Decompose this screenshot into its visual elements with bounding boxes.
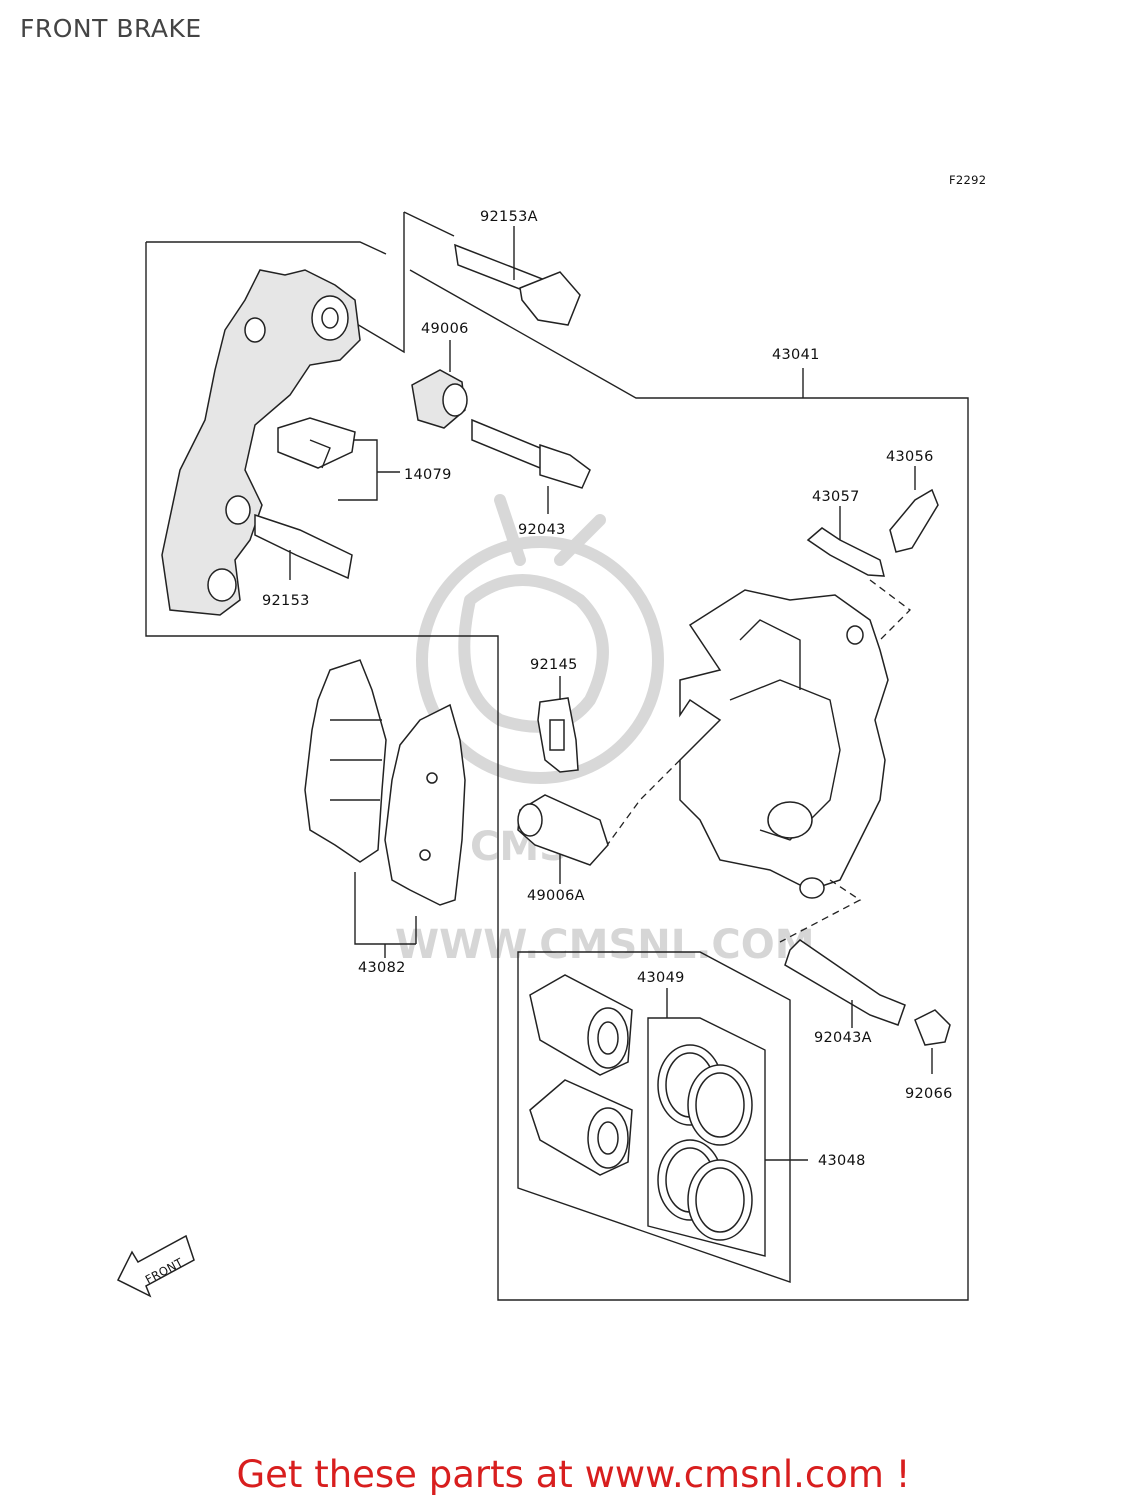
front-direction-arrow: FRONT: [116, 1234, 195, 1298]
bleeder-cap-43057: [806, 506, 885, 577]
footer-cta-text: Get these parts at www.cmsnl.com !: [236, 1453, 911, 1496]
page-title: FRONT BRAKE: [20, 14, 202, 43]
label-43082: 43082: [358, 960, 406, 976]
caliper-body: [604, 579, 911, 943]
brake-pads-43082: [304, 659, 466, 906]
assembly-frame-lines: [145, 211, 969, 1301]
figure-code: F2292: [949, 173, 986, 187]
label-49006: 49006: [421, 321, 469, 337]
label-43041: 43041: [772, 347, 820, 363]
boot-49006a: [517, 794, 609, 884]
label-92043: 92043: [518, 522, 566, 538]
piston-seals-43048: [657, 1044, 753, 1241]
parts-diagram: CMS WWW.CMSNL.COM F2292: [116, 173, 986, 1301]
label-49006a: 49006A: [527, 888, 585, 904]
label-92153a: 92153A: [480, 209, 538, 225]
label-14079: 14079: [404, 467, 452, 483]
bleeder-valve-43056: [889, 466, 939, 553]
pin-92043a: [784, 939, 906, 1028]
piston-upper: [529, 974, 633, 1076]
label-92145: 92145: [530, 657, 578, 673]
label-92066: 92066: [905, 1086, 953, 1102]
label-43048: 43048: [818, 1153, 866, 1169]
plug-92066: [914, 1009, 951, 1074]
pad-spring-14079: [277, 417, 356, 469]
label-43056: 43056: [886, 449, 934, 465]
watermark: CMS WWW.CMSNL.COM: [395, 494, 815, 968]
boot-49006: [411, 340, 468, 429]
label-43049: 43049: [637, 970, 685, 986]
piston-lower: [529, 1079, 633, 1176]
bolt-92153a: [454, 226, 581, 326]
label-92043a: 92043A: [814, 1030, 872, 1046]
pad-spring-92145: [537, 676, 579, 773]
label-92153: 92153: [262, 593, 310, 609]
caliper-bracket: [161, 269, 361, 616]
label-43057: 43057: [812, 489, 860, 505]
watermark-url: WWW.CMSNL.COM: [395, 922, 815, 968]
pin-92043: [471, 418, 591, 514]
pin-92153: [254, 513, 353, 580]
